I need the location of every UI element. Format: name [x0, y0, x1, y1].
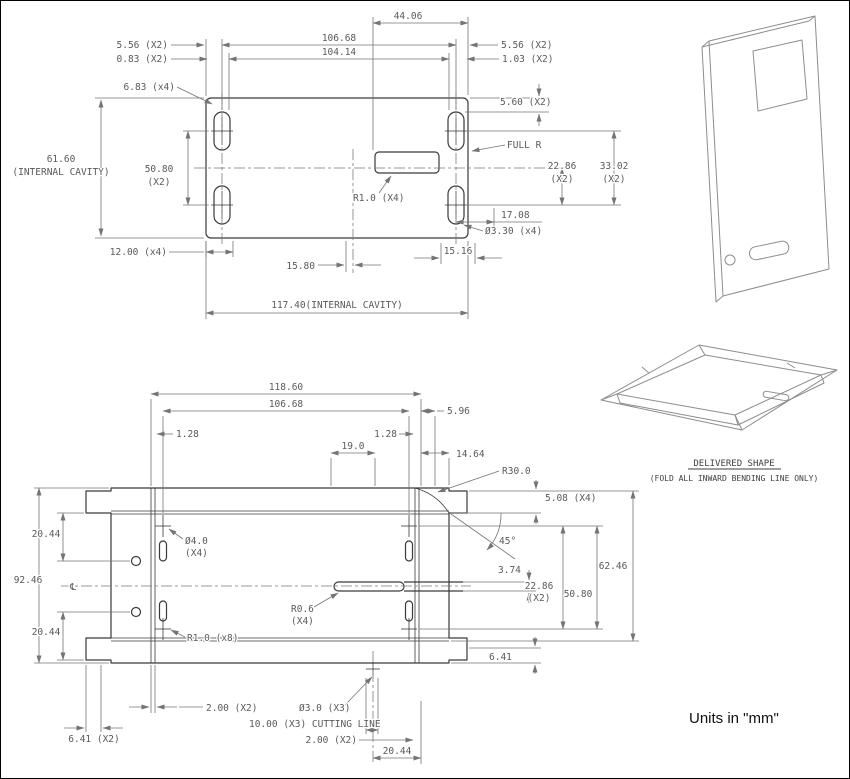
dim-15-16: 15.16	[444, 246, 473, 257]
top-view-dimension-lines	[95, 17, 621, 319]
dim-3-0: Ø3.0 (X3)	[299, 703, 350, 714]
dim-4-0-note: (X4)	[185, 548, 208, 559]
dim-10-00-cutting: 10.00 (X3) CUTTING LINE	[249, 719, 381, 730]
dim-3-74: 3.74	[498, 565, 521, 576]
delivered-shape-view: DELIVERED SHAPE (FOLD ALL INWARD BENDING…	[600, 344, 838, 484]
iso-tray-depth-right	[737, 374, 825, 426]
bend-lines	[111, 488, 449, 663]
iso-flange-slot	[762, 390, 790, 402]
dim-1-28-right: 1.28	[374, 429, 397, 440]
flat-part-outline	[85, 487, 468, 676]
flat-pattern-view: 118.60 106.68 5.96 1.28 1.28 19.0 14.64 …	[12, 381, 639, 764]
dim-r0-6-note: (X4)	[291, 616, 314, 627]
dim-92-46: 92.46	[14, 575, 43, 586]
dim-106-68: 106.68	[269, 399, 304, 410]
dim-2-00-bottom: 2.00 (X2)	[306, 735, 357, 746]
dim-44-06: 44.06	[394, 11, 423, 22]
dim-106-68: 106.68	[322, 33, 357, 44]
dim-20-44-top: 20.44	[32, 529, 61, 540]
top-view: 44.06 5.56 (X2) 106.68 5.56 (X2) 0.83 (X…	[11, 10, 630, 319]
dim-r1-0: R1.0 (X4)	[353, 193, 404, 204]
dim-12-00: 12.00 (x4)	[110, 247, 167, 258]
dim-22-86-note: (X2)	[528, 593, 551, 604]
delivered-shape-title: DELIVERED SHAPE	[693, 459, 774, 469]
dim-r1-0: R1.0 (x8)	[187, 633, 238, 644]
dim-20-44-bottom: 20.44	[383, 746, 412, 757]
flat-centerlines	[61, 585, 471, 764]
dim-5-96: 5.96	[447, 406, 470, 417]
delivered-shape-iso	[600, 344, 838, 431]
iso-top-cutout	[752, 39, 808, 112]
flat-dimension-lines	[34, 391, 639, 764]
dim-22-86: 22.86	[548, 161, 577, 172]
dim-62-46: 62.46	[599, 561, 628, 572]
dim-33-02: 33.02	[600, 161, 629, 172]
centerline-symbol: ℄	[69, 582, 77, 593]
rect-cutout	[374, 151, 440, 174]
dim-33-02-note: (X2)	[603, 174, 626, 185]
delivered-shape-note: (FOLD ALL INWARD BENDING LINE ONLY)	[650, 474, 819, 483]
dim-5-56-left: 5.56 (X2)	[117, 40, 168, 51]
dim-61-60: 61.60	[47, 154, 76, 165]
flat-body	[85, 487, 468, 664]
dim-50-80-note: (X2)	[148, 177, 171, 188]
cutting-slots	[158, 540, 463, 622]
iso-hole	[724, 254, 736, 266]
dim-0-83: 0.83 (X2)	[117, 54, 168, 65]
small-hole	[130, 555, 142, 567]
top-view-dimension-labels: 44.06 5.56 (X2) 106.68 5.56 (X2) 0.83 (X…	[11, 10, 630, 313]
dim-15-80: 15.80	[286, 261, 315, 272]
dim-118-60: 118.60	[269, 382, 304, 393]
top-view-centerlines	[194, 93, 569, 273]
iso-tray-depth	[616, 393, 739, 426]
dim-6-83: 6.83 (x4)	[124, 82, 175, 93]
iso-top-edge	[701, 15, 816, 48]
dim-5-08: 5.08 (X4)	[545, 493, 596, 504]
dim-5-60: 5.60 (X2)	[500, 97, 551, 108]
dim-14-64: 14.64	[456, 449, 485, 460]
dim-5-56-right: 5.56 (X2)	[501, 40, 552, 51]
dim-4-0: Ø4.0	[185, 536, 208, 547]
corner-relief-arc	[414, 487, 450, 514]
dim-104-14: 104.14	[322, 47, 357, 58]
iso-tray-rim	[616, 354, 822, 416]
dim-r0-6: R0.6	[291, 604, 314, 615]
dim-1-03: 1.03 (X2)	[502, 54, 553, 65]
dim-22-86: 22.86	[525, 581, 554, 592]
dim-3-30: Ø3.30 (x4)	[485, 226, 542, 237]
dim-50-80: 50.80	[564, 589, 593, 600]
dim-r30: R30.0	[502, 466, 531, 477]
flat-dimension-labels: 118.60 106.68 5.96 1.28 1.28 19.0 14.64 …	[12, 381, 628, 759]
iso-slot	[748, 240, 790, 261]
dim-1-28-left: 1.28	[176, 429, 199, 440]
dim-19-0: 19.0	[342, 441, 365, 452]
dim-45deg: 45°	[499, 536, 516, 547]
small-hole	[130, 606, 142, 618]
dim-2-00-left: 2.00 (X2)	[206, 703, 257, 714]
dim-117-40: 117.40(INTERNAL CAVITY)	[271, 300, 403, 311]
full-r-label: FULL R	[507, 140, 542, 151]
dim-6-41-x2: 6.41 (X2)	[68, 734, 119, 745]
dim-22-86-note: (X2)	[551, 174, 574, 185]
units-note: Units in "mm"	[689, 710, 779, 727]
formed-part-3d-view	[701, 15, 830, 303]
dim-61-60-note: (INTERNAL CAVITY)	[12, 167, 109, 178]
dim-50-80: 50.80	[145, 164, 174, 175]
dim-6-41: 6.41	[489, 652, 512, 663]
hole-crosses	[155, 515, 417, 640]
dim-20-44-mid: 20.44	[32, 627, 61, 638]
iso-front-face	[708, 15, 830, 297]
iso-side-face	[701, 40, 724, 303]
dim-17-08: 17.08	[501, 210, 530, 221]
